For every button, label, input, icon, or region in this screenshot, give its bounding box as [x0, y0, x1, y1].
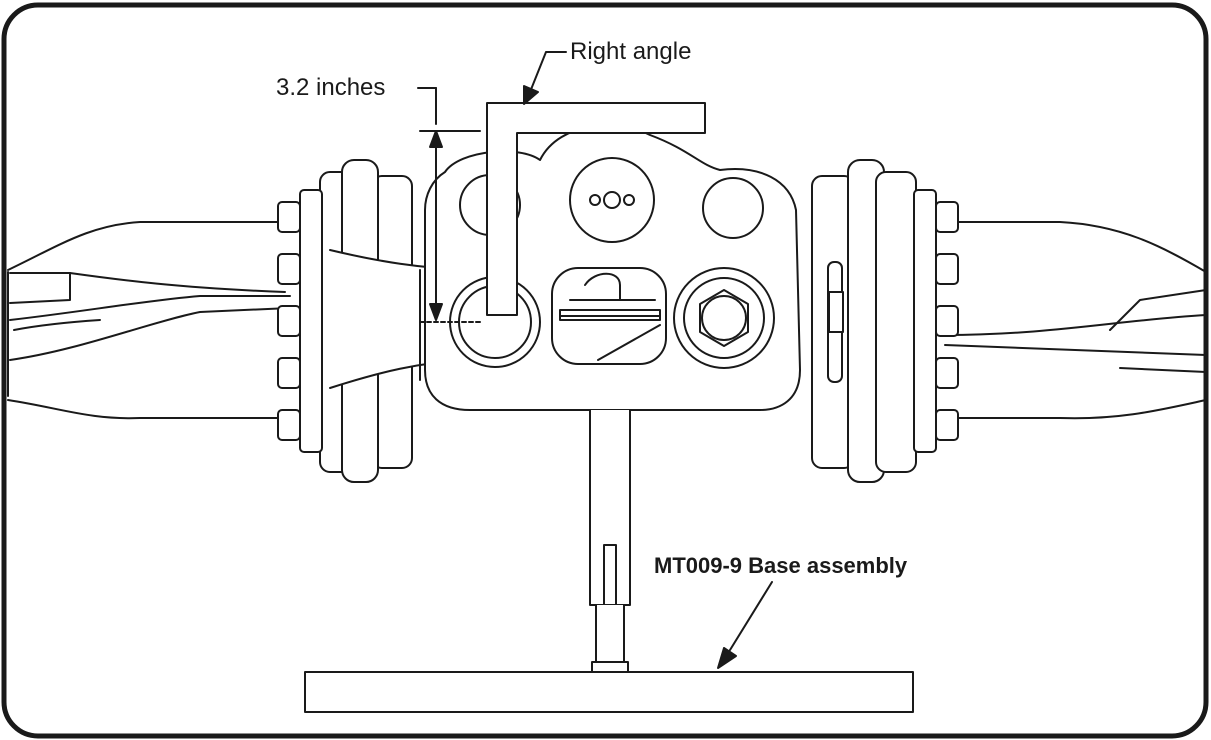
right-angle-tool — [486, 102, 706, 316]
left-axle-tube — [7, 221, 321, 420]
dimension-label: 3.2 inches — [276, 74, 386, 101]
right-angle-label: Right angle — [570, 38, 692, 65]
base-assembly-label: MT009-9 Base assembly — [654, 553, 908, 578]
left-hub-assembly — [277, 159, 471, 483]
base-assembly-plate — [304, 671, 914, 713]
center-stand — [589, 409, 631, 673]
base-assembly-leader — [717, 581, 773, 669]
right-hub-assembly — [811, 159, 959, 483]
dimension-3-2-inches — [417, 87, 481, 323]
right-angle-leader — [523, 51, 567, 105]
center-fixture-plate — [424, 124, 801, 411]
right-axle-tube — [939, 221, 1207, 420]
